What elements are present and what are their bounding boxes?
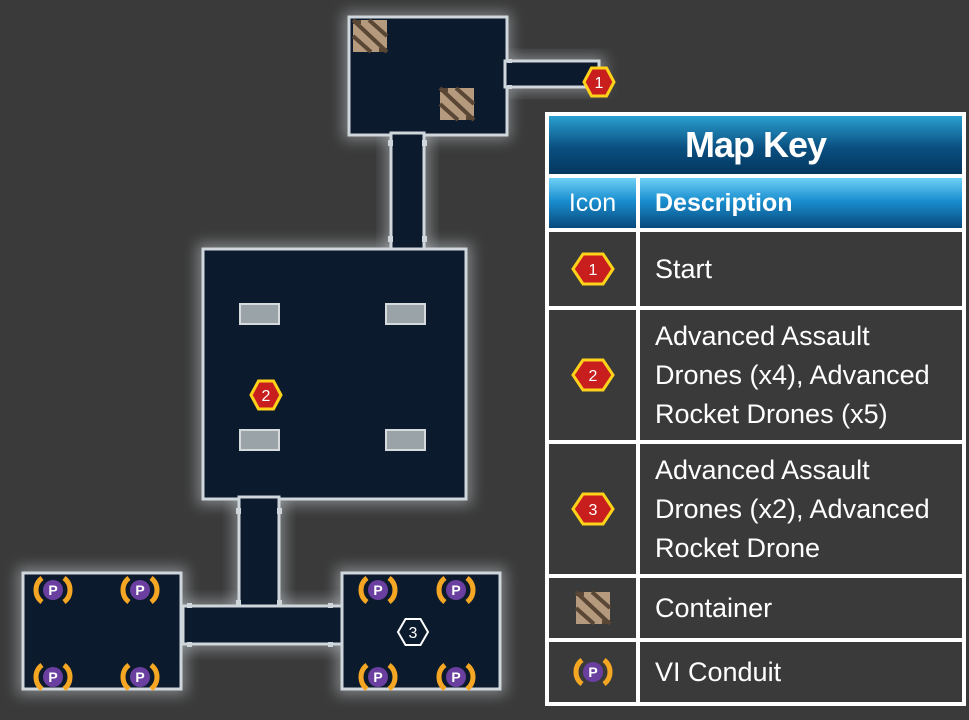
vi-conduit-icon: P [439, 578, 473, 602]
vi-conduit-icon: P [361, 665, 395, 689]
north-corridor [388, 131, 427, 253]
svg-text:P: P [135, 582, 144, 598]
cover-block [239, 429, 280, 451]
key-row-group-2: 2 Advanced Assault Drones (x4), Advanced… [547, 308, 964, 442]
desc-line: VI Conduit [655, 656, 782, 687]
marker-2-icon: 2 [570, 358, 615, 392]
vi-conduit-icon: P [573, 654, 613, 690]
desc-line: Drones (x2), Advanced [655, 493, 930, 524]
svg-text:P: P [48, 582, 57, 598]
key-icon-cell: 1 [549, 232, 636, 306]
main-room [201, 247, 468, 501]
key-description: Start [640, 232, 962, 306]
marker-2: 2 [249, 379, 283, 411]
desc-line: Start [655, 253, 713, 284]
desc-line: Rocket Drone [655, 532, 821, 563]
vi-conduit-icon: P [123, 578, 157, 602]
cover-block [385, 303, 426, 325]
container-icon [438, 86, 476, 122]
key-row-container: Container [547, 576, 964, 640]
marker-label: 1 [595, 75, 604, 92]
vi-conduit-icon: P [36, 665, 70, 689]
container-icon [351, 18, 389, 54]
marker-label: 3 [409, 625, 418, 642]
key-icon-cell: P [549, 642, 636, 702]
key-description: Advanced Assault Drones (x2), Advanced R… [640, 444, 962, 574]
description-column-header: Description [640, 178, 962, 228]
desc-line: Rocket Drones (x5) [655, 398, 888, 429]
svg-text:P: P [373, 582, 382, 598]
key-icon-cell: 3 [549, 444, 636, 574]
cover-block [239, 303, 280, 325]
desc-line: Advanced Assault [655, 454, 870, 485]
key-row-start: 1 Start [547, 230, 964, 308]
map-key: Map Key Icon Description 1 Start 2 Advan… [545, 112, 966, 706]
key-description: Container [640, 578, 962, 638]
key-description: VI Conduit [640, 642, 962, 702]
svg-text:P: P [588, 664, 597, 680]
marker-label: 2 [262, 388, 271, 405]
map-key-title: Map Key [549, 116, 962, 174]
svg-text:2: 2 [588, 368, 597, 385]
marker-1-icon: 1 [570, 252, 615, 286]
vi-conduit-icon: P [361, 578, 395, 602]
key-row-group-3: 3 Advanced Assault Drones (x2), Advanced… [547, 442, 964, 576]
south-corridor [236, 495, 282, 611]
key-row-vi-conduit: P VI Conduit [547, 640, 964, 704]
marker-3-icon: 3 [570, 492, 615, 526]
key-description: Advanced Assault Drones (x4), Advanced R… [640, 310, 962, 440]
svg-text:P: P [135, 669, 144, 685]
key-icon-cell [549, 578, 636, 638]
svg-text:1: 1 [588, 262, 597, 279]
key-icon-cell: 2 [549, 310, 636, 440]
svg-text:P: P [373, 669, 382, 685]
desc-line: Drones (x4), Advanced [655, 359, 930, 390]
container-icon [573, 590, 612, 626]
vi-conduit-icon: P [36, 578, 70, 602]
cross-corridor [181, 603, 345, 647]
desc-line: Advanced Assault [655, 320, 870, 351]
cover-block [385, 429, 426, 451]
marker-1: 1 [582, 66, 616, 98]
svg-text:P: P [451, 582, 460, 598]
desc-line: Container [655, 592, 773, 623]
vi-conduit-icon: P [123, 665, 157, 689]
map-key-header-row: Icon Description [547, 176, 964, 230]
svg-text:P: P [48, 669, 57, 685]
marker-3: 3 [396, 618, 430, 646]
icon-column-header: Icon [549, 178, 636, 228]
vi-conduit-icon: P [439, 665, 473, 689]
svg-text:P: P [451, 669, 460, 685]
svg-text:3: 3 [588, 502, 597, 519]
